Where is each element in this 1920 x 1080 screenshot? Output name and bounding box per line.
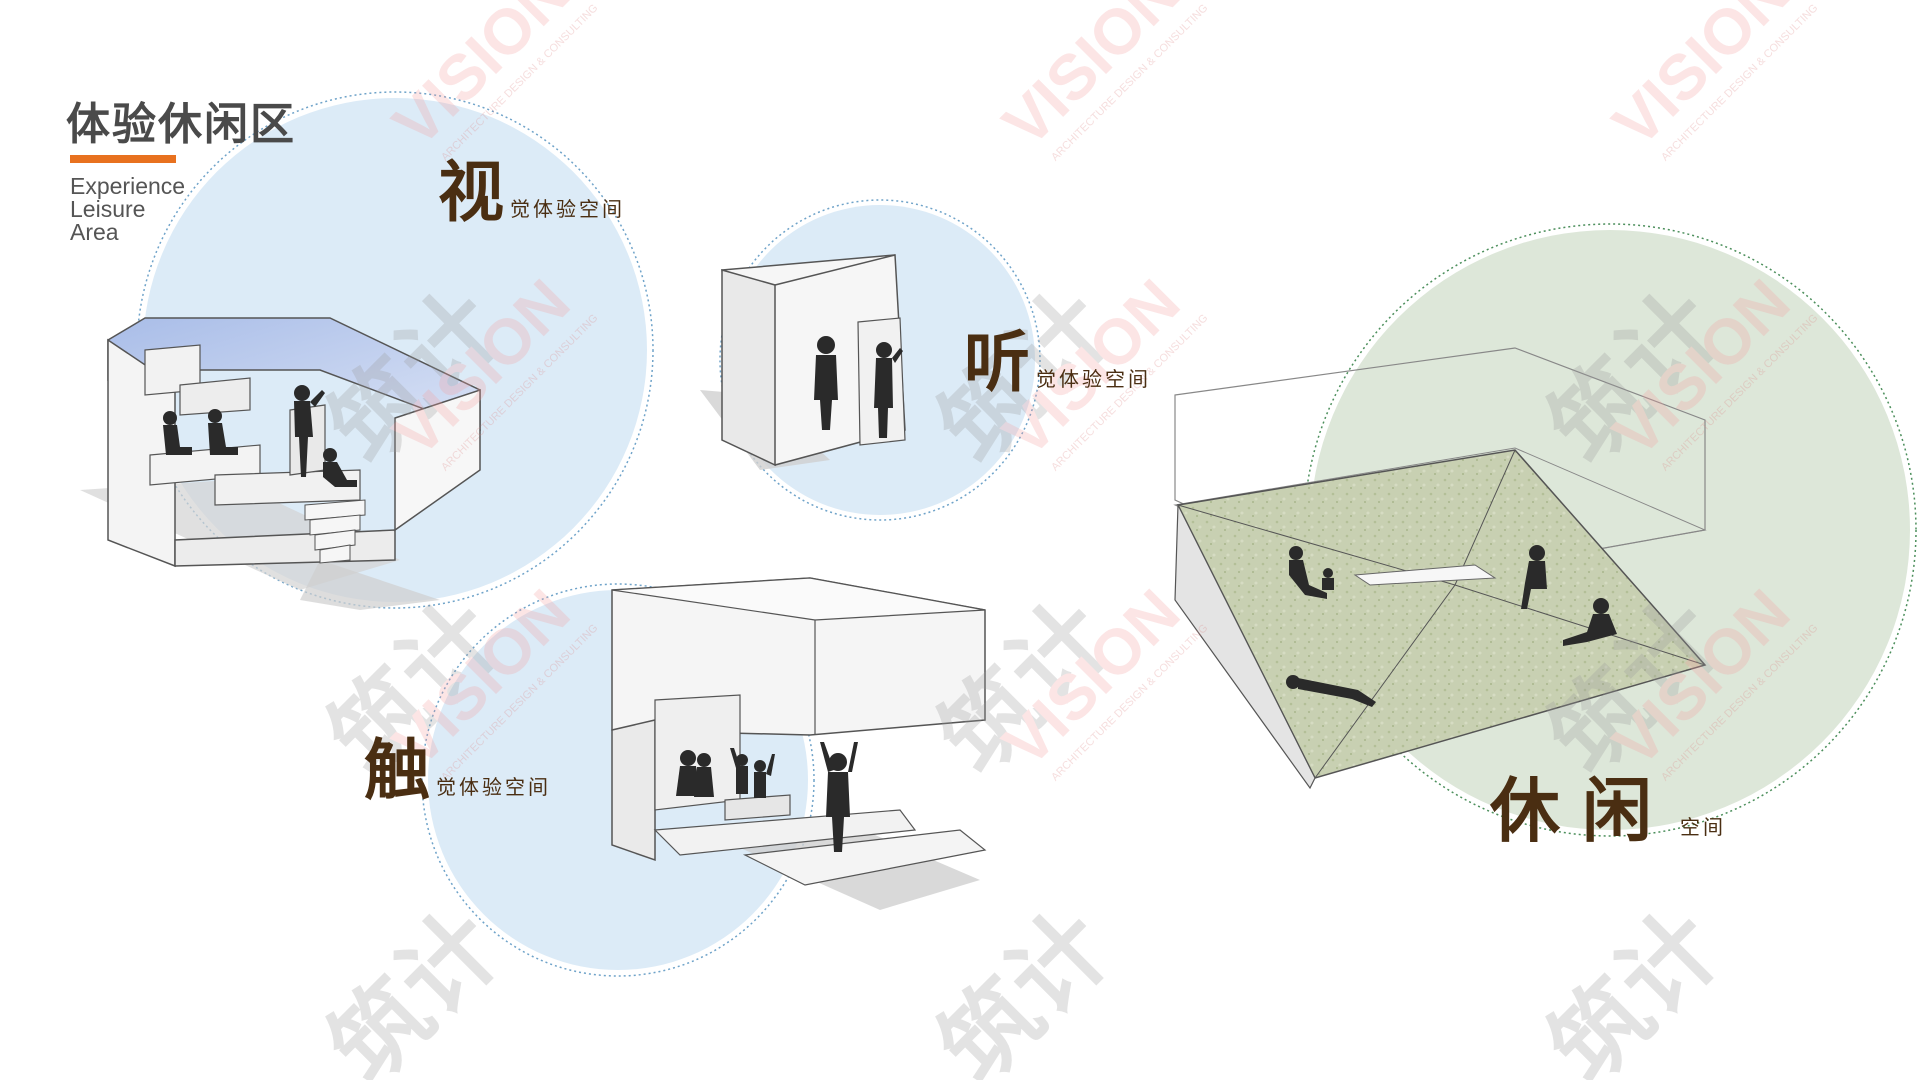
leisure-zone-label: 休闲 空间 bbox=[1490, 770, 1726, 852]
hearing-sub: 觉体验空间 bbox=[1036, 367, 1151, 391]
subtitle-line: Leisure bbox=[70, 196, 146, 222]
hearing-booth-model bbox=[700, 254, 906, 470]
watermark-cn: 筑计 bbox=[1528, 890, 1743, 1080]
watermark-brand: VISION bbox=[1599, 0, 1803, 160]
sight-sub: 觉体验空间 bbox=[510, 197, 625, 221]
hearing-zone-label: 听 觉体验空间 bbox=[964, 330, 1151, 396]
touch-frame-model bbox=[611, 577, 987, 910]
sight-char: 视 bbox=[438, 154, 504, 231]
sight-room-model bbox=[80, 317, 481, 610]
touch-sub: 觉体验空间 bbox=[436, 775, 551, 799]
leisure-char: 休闲 bbox=[1490, 770, 1674, 852]
subtitle-line: Area bbox=[70, 219, 119, 245]
page-title: 体验休闲区 bbox=[66, 99, 296, 150]
watermark-cn: 筑计 bbox=[918, 890, 1133, 1080]
watermark-brand: VISION bbox=[989, 0, 1193, 160]
leisure-slope-model bbox=[1173, 347, 1707, 790]
touch-char: 触 bbox=[364, 732, 430, 809]
hearing-char: 听 bbox=[964, 324, 1030, 401]
leisure-sub: 空间 bbox=[1680, 815, 1726, 839]
subtitle-line: Experience bbox=[70, 173, 186, 199]
page-subtitle-en: Experience Leisure Area bbox=[70, 175, 185, 244]
sight-zone-label: 视 觉体验空间 bbox=[438, 160, 625, 226]
touch-zone-label: 触 觉体验空间 bbox=[364, 738, 551, 804]
title-accent-bar bbox=[70, 155, 176, 163]
